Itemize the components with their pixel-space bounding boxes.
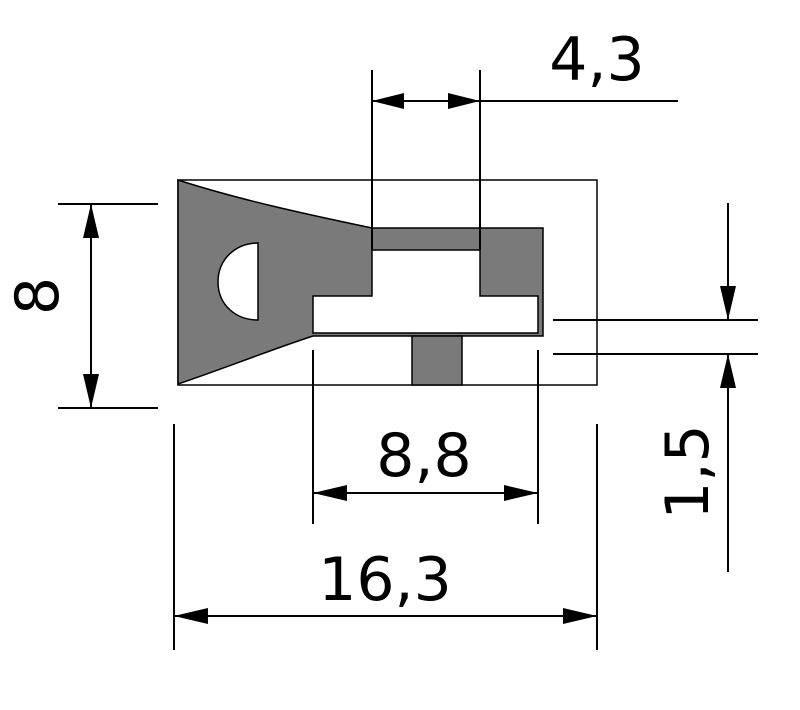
arrow-thick-up [720, 354, 736, 388]
arrow-inner-right [504, 485, 538, 501]
bottom-post [411, 335, 463, 386]
arrow-top-left [372, 93, 404, 109]
arrow-thick-down [720, 286, 736, 320]
arrow-total-right [563, 608, 597, 624]
dim-label-thickness: 1,5 [653, 424, 723, 519]
dim-label-top-slot: 4,3 [549, 25, 644, 95]
arrow-height-top [83, 204, 99, 238]
dim-label-total-width: 16,3 [318, 545, 452, 615]
dim-label-inner-width: 8,8 [376, 421, 471, 491]
inner-channel [312, 249, 539, 334]
dim-label-height: 8 [3, 277, 73, 315]
half-round-hole [217, 242, 259, 321]
arrow-height-bottom [83, 374, 99, 408]
arrow-top-right [448, 93, 480, 109]
arrow-inner-left [313, 485, 347, 501]
arrow-total-left [174, 608, 208, 624]
